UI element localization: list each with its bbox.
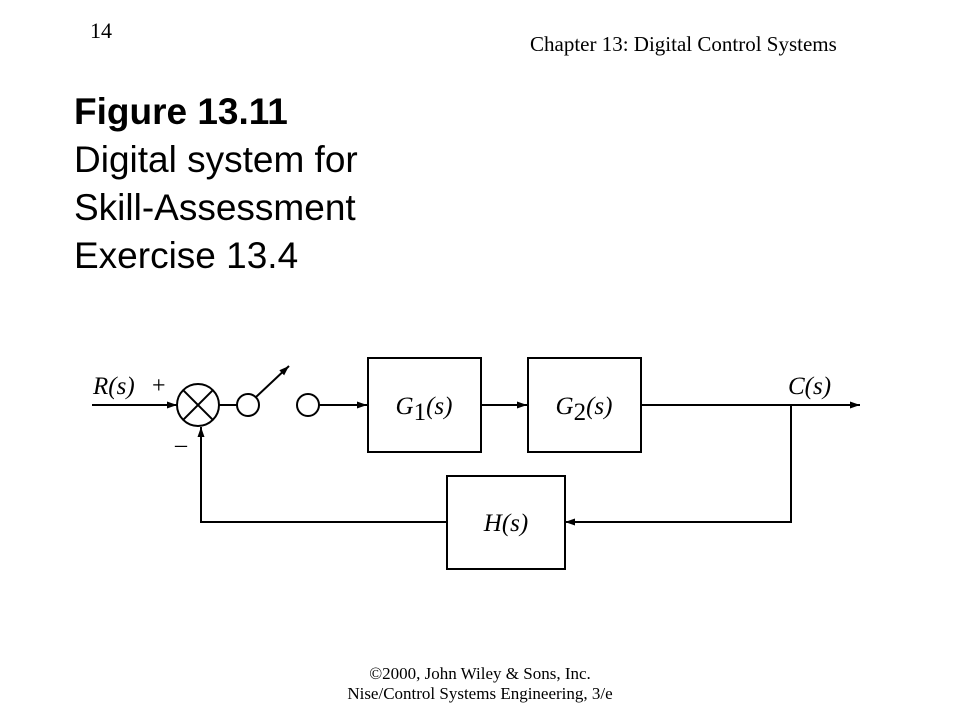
summing-junction [176,383,220,427]
g1-block: G1(s) [367,357,482,453]
caption-line-1: Digital system for [74,139,358,180]
sampler-switch [236,365,320,417]
caption-line-3: Exercise 13.4 [74,235,299,276]
feedback-path-to-h [565,405,792,526]
g2-block: G2(s) [527,357,642,453]
g2-label: G2(s) [556,393,613,426]
figure-number: Figure 13.11 [74,91,288,132]
figure-title: Figure 13.11 Digital system for Skill-As… [74,88,358,280]
page-number: 14 [90,18,112,43]
input-label: R(s) [92,373,135,400]
footer-book-title: Nise/Control Systems Engineering, 3/e [347,684,613,703]
footer-copyright: ©2000, John Wiley & Sons, Inc. [369,664,591,683]
chapter-title: Chapter 13: Digital Control Systems [530,32,837,56]
minus-sign: – [174,432,188,458]
output-label: C(s) [788,373,831,400]
feedback-path-to-junction [197,427,447,523]
caption-line-2: Skill-Assessment [74,187,356,228]
h-label: H(s) [483,510,528,537]
h-block: H(s) [446,475,566,570]
g1-label: G1(s) [396,393,453,426]
plus-sign: + [152,373,166,399]
